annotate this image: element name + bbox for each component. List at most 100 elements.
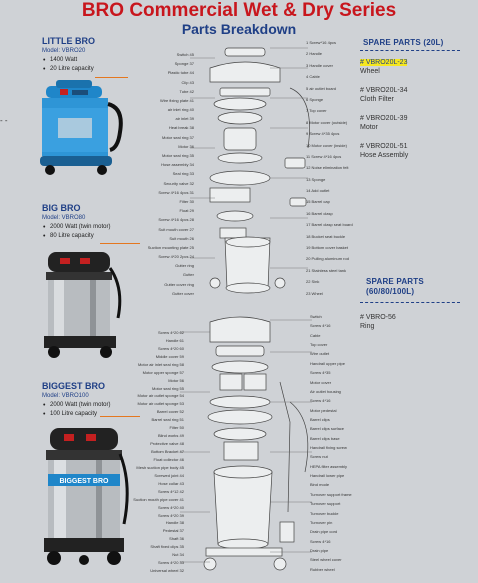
spare-parts-20l-heading: SPARE PARTS (20L) [363, 38, 444, 47]
part-label: Handrail lower pipe [310, 473, 345, 479]
product-big-bro: BIG BRO Model: VBRO80 2000 Watt (twin mo… [42, 203, 152, 241]
part-label: air inlet 39 [175, 116, 194, 122]
part-label: Pedestal 37 [162, 528, 184, 534]
part-label: Float 29 [179, 208, 194, 214]
heading-divider [360, 50, 460, 51]
callout-line [100, 416, 140, 417]
part-label: Barrel clips base [310, 435, 340, 441]
part-label: Rubber wheel [310, 566, 335, 572]
spare-part-desc: Ring [360, 323, 375, 330]
part-label: air inlet ring 40 [167, 107, 194, 113]
part-label: Hose assembly 34 [161, 162, 194, 168]
part-label: Motor 36 [178, 143, 194, 149]
part-label: Turnover support [310, 501, 341, 507]
part-label: Screw 4*16 4pcs 28 [158, 217, 194, 223]
part-label: 21 Stainless steel tank [306, 267, 347, 273]
part-label: Motor cover [310, 379, 332, 385]
spare-part-item: # VBRO20L-51 Hose Assembly [360, 142, 408, 160]
part-label: Bind mode [310, 482, 330, 488]
part-label: Turnover pin [310, 519, 333, 525]
product-biggest-bro: BIGGEST BRO Model: VBRO100 2000 Watt (tw… [42, 381, 152, 419]
part-label: Screw 4*16 4pcs 31 [158, 189, 194, 195]
part-label: Gutter [182, 272, 194, 278]
part-label: Shaft 36 [169, 536, 184, 542]
product-little-bro: LITTLE BRO Model: VBRO20 1400 Watt 20 Li… [42, 36, 152, 74]
part-label: Screw 4*16 [310, 323, 331, 329]
part-label: Tube 42 [179, 88, 194, 94]
part-label: Bottom Bracket 47 [151, 449, 184, 455]
spare-part-desc: Motor [360, 124, 378, 131]
product-spec: 80 Litre capacity [43, 232, 152, 241]
part-label: Suit mouth cover 27 [158, 226, 194, 232]
product-name: BIGGEST BRO [42, 381, 106, 391]
part-label: Heat break 38 [168, 125, 194, 131]
biggest-bro-vacuum-image: BIGGEST BRO [44, 428, 129, 565]
part-label: 20 Pulling aluminum rod [306, 256, 349, 262]
exploded-view-20l [190, 47, 310, 294]
spare-part-desc: Wheel [360, 68, 380, 75]
part-label: Screw 4*20 39 [157, 512, 184, 518]
part-label: Filter 30 [179, 198, 194, 204]
part-label: Screw 4*20 60 [157, 345, 184, 351]
callout-line [100, 243, 140, 244]
part-label: Clip 43 [181, 79, 194, 85]
part-label: Screw 4*20 2pcs 24 [158, 254, 194, 260]
spare-part-code: # VBRO-56 [360, 314, 396, 321]
part-label: Turnover buckle [310, 510, 339, 516]
product-specs: 1400 Watt 20 Litre capacity [42, 56, 152, 74]
part-label: Barrel clips surface [310, 426, 345, 432]
page-subtitle: Parts Breakdown [181, 21, 297, 37]
product-specs: 2000 Watt (twin motor) 80 Litre capacity [42, 223, 152, 241]
part-label: Turnover support frame [310, 491, 352, 497]
product-spec: 2000 Watt (twin motor) [43, 401, 152, 410]
part-label: Motor seal ring 55 [151, 385, 184, 391]
product-spec: 100 Litre capacity [43, 410, 152, 419]
part-label: Sponge 37 [174, 61, 194, 67]
part-label: Motor air inlet seal ring 58 [137, 361, 184, 367]
part-label: 5 air outlet board [306, 85, 337, 91]
part-label: Barrel cover 52 [156, 409, 184, 415]
part-label: 18 Bucket seat buckle [306, 233, 346, 239]
part-label: Motor upper sponge 57 [142, 369, 184, 375]
part-label: 14 Add outlet [306, 188, 330, 194]
part-label: Cable [310, 332, 321, 338]
part-label: Barrel clips [310, 416, 330, 422]
part-label: 4 Cable [306, 74, 320, 80]
part-label: Wire fixing plate 41 [159, 97, 194, 103]
part-label: Protective valve 48 [150, 441, 184, 447]
part-label: Suit mouth 26 [169, 235, 194, 241]
part-label: 19 Bottom cover basket [306, 245, 349, 251]
product-name: BIG BRO [42, 203, 81, 213]
part-label: 8 Motor cover (outside) [306, 119, 348, 125]
part-label: 15 Barrel cap [306, 199, 330, 205]
part-label: Handle 61 [165, 337, 184, 343]
big-bro-vacuum-image [44, 252, 122, 358]
part-label: Gutter cover ring [164, 281, 194, 287]
product-specs: 2000 Watt (twin motor) 100 Litre capacit… [42, 401, 152, 419]
part-label: Motor 56 [168, 377, 184, 383]
spare-part-item: # VBRO20L-39 Motor [360, 114, 407, 132]
little-bro-vacuum-image [40, 80, 123, 175]
callout-line [95, 77, 128, 78]
part-label: Steel wheel cover [310, 557, 342, 563]
spare-part-item: # VBRO20L-34 Cloth Filter [360, 86, 407, 104]
machine-badge: BIGGEST BRO [59, 478, 109, 485]
exploded-view-large [180, 316, 312, 571]
part-label: Air outlet housing [310, 388, 341, 394]
part-label: Screw nut [310, 454, 328, 460]
product-model: Model: VBRO80 [42, 215, 86, 221]
part-label: Seal ring 33 [172, 171, 194, 177]
part-label: 6 Sponge [306, 96, 324, 102]
heading-divider [360, 302, 460, 303]
part-label: Motor seal ring 35 [161, 153, 194, 159]
part-label: Suction mounting plate 25 [147, 244, 194, 250]
part-label: 9 Screw 4*35 4pcs [306, 131, 340, 137]
spare-part-code: # VBRO20L-39 [360, 115, 408, 122]
part-label: 16 Barrel clasp [306, 210, 333, 216]
product-spec: 1400 Watt [43, 56, 152, 65]
part-label: Motor pedestal [310, 407, 337, 413]
product-name: LITTLE BRO [42, 36, 95, 46]
spare-part-code: # VBRO20L-51 [360, 143, 408, 150]
part-label: 11 Screw 4*16 4pcs [306, 153, 342, 159]
